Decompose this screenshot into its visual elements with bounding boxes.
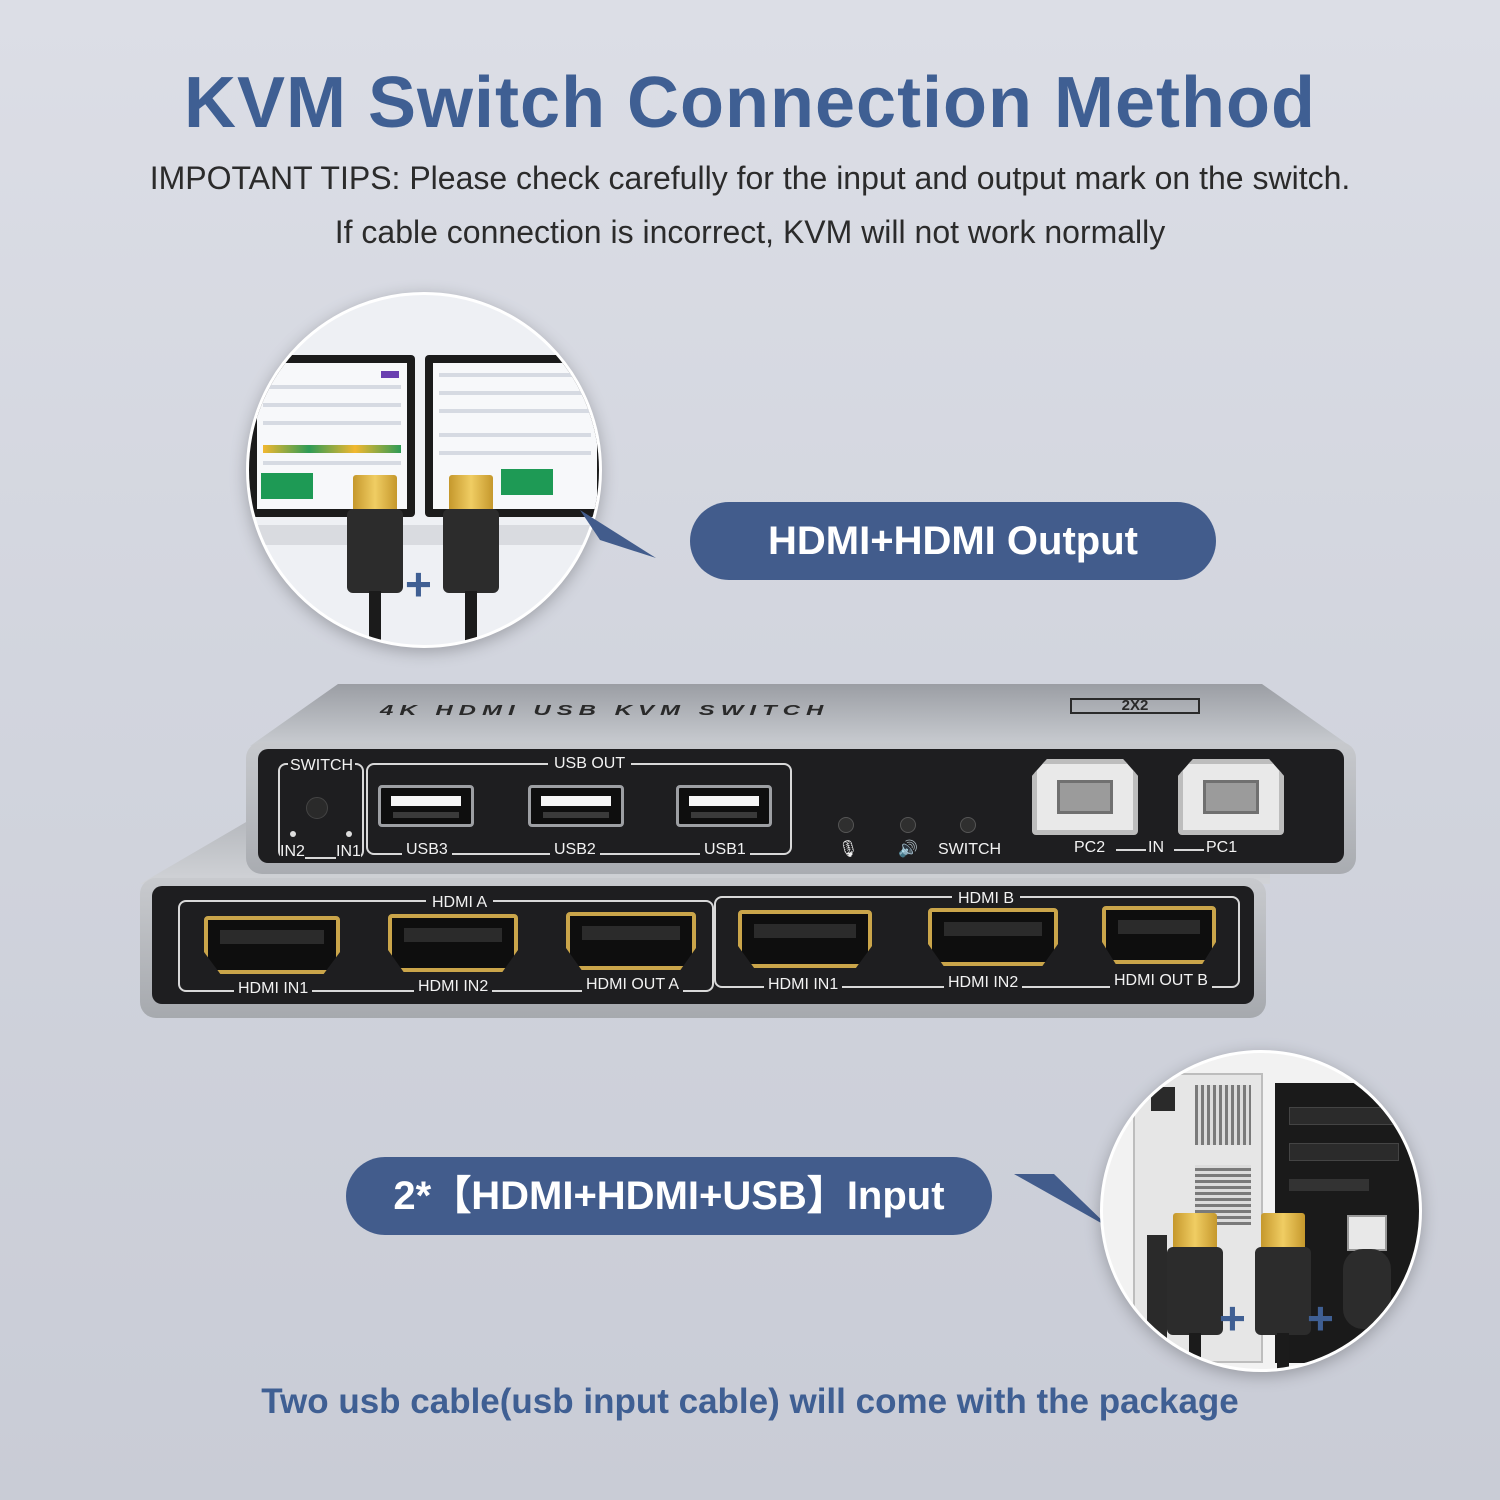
- device-top-print: 4K HDMI USB KVM SWITCH: [380, 702, 830, 719]
- switch-top-face: [250, 684, 1350, 746]
- usb3-port[interactable]: [378, 785, 474, 827]
- hdmi-b-label: HDMI B: [952, 890, 1020, 908]
- speaker-icon: 🔊: [898, 841, 918, 858]
- hdmi-out-a-port[interactable]: [566, 912, 696, 970]
- hdmi-out-b-label: HDMI OUT B: [1110, 972, 1212, 990]
- switch-button-label: SWITCH: [288, 757, 356, 775]
- output-callout-pointer: [580, 510, 656, 558]
- device-model-badge: 2X2: [1070, 698, 1200, 714]
- lower-panel: HDMI A HDMI B HDMI IN1 HDMI IN2 HDMI OUT…: [152, 886, 1254, 1004]
- pc1-label: PC1: [1206, 839, 1238, 856]
- hdmi-out-b-port[interactable]: [1102, 906, 1216, 964]
- output-label-pill: HDMI+HDMI Output: [690, 502, 1216, 580]
- plus-sign-1: +: [1219, 1292, 1246, 1344]
- switch-led-label: SWITCH: [938, 841, 1002, 858]
- microphone-icon: 🎙: [838, 841, 859, 858]
- hdmi-b-in1-label: HDMI IN1: [764, 976, 843, 994]
- page-title: KVM Switch Connection Method: [184, 63, 1316, 143]
- pc2-label: PC2: [1074, 839, 1106, 856]
- in2-label: IN2: [280, 843, 305, 861]
- in-label: IN: [1148, 839, 1164, 856]
- usb1-label: USB1: [700, 841, 750, 859]
- hdmi-a-in1-port[interactable]: [204, 916, 340, 974]
- plus-sign: +: [405, 558, 432, 610]
- usb3-label: USB3: [402, 841, 452, 859]
- in1-label: IN1: [336, 843, 361, 861]
- usb-connector-icon: [1347, 1215, 1387, 1251]
- input-label-pill: 2*【HDMI+HDMI+USB】Input: [346, 1157, 992, 1235]
- pc2-usb-b-port[interactable]: [1032, 759, 1138, 835]
- tip-line-1: IMPOTANT TIPS: Please check carefully fo…: [149, 160, 1351, 196]
- upper-panel: SWITCH IN2 IN1 USB OUT USB3 USB2 USB1 🎙 …: [258, 749, 1344, 863]
- pc1-usb-b-port[interactable]: [1178, 759, 1284, 835]
- usb-out-label: USB OUT: [548, 755, 632, 773]
- mic-jack[interactable]: [838, 817, 854, 833]
- output-monitors-illustration: +: [246, 292, 602, 648]
- input-callout-pointer: [1014, 1174, 1110, 1228]
- tip-line-2: If cable connection is incorrect, KVM wi…: [334, 214, 1166, 250]
- usb1-port[interactable]: [676, 785, 772, 827]
- hdmi-b-in2-port[interactable]: [928, 908, 1058, 966]
- hdmi-a-in2-port[interactable]: [388, 914, 518, 972]
- switch-led: [960, 817, 976, 833]
- usb2-label: USB2: [550, 841, 600, 859]
- hdmi-a-in1-label: HDMI IN1: [234, 980, 313, 998]
- monitor-left: [249, 355, 415, 517]
- hdmi-b-in2-label: HDMI IN2: [944, 974, 1023, 992]
- hdmi-a-in2-label: HDMI IN2: [414, 978, 493, 996]
- switch-button[interactable]: [306, 797, 328, 819]
- usb2-port[interactable]: [528, 785, 624, 827]
- plus-sign-2: +: [1307, 1292, 1334, 1344]
- input-pcs-illustration: + +: [1100, 1050, 1422, 1372]
- hdmi-b-in1-port[interactable]: [738, 910, 872, 968]
- package-note: Two usb cable(usb input cable) will come…: [261, 1382, 1239, 1421]
- hdmi-out-a-label: HDMI OUT A: [582, 976, 684, 994]
- hdmi-a-label: HDMI A: [426, 894, 494, 912]
- speaker-jack[interactable]: [900, 817, 916, 833]
